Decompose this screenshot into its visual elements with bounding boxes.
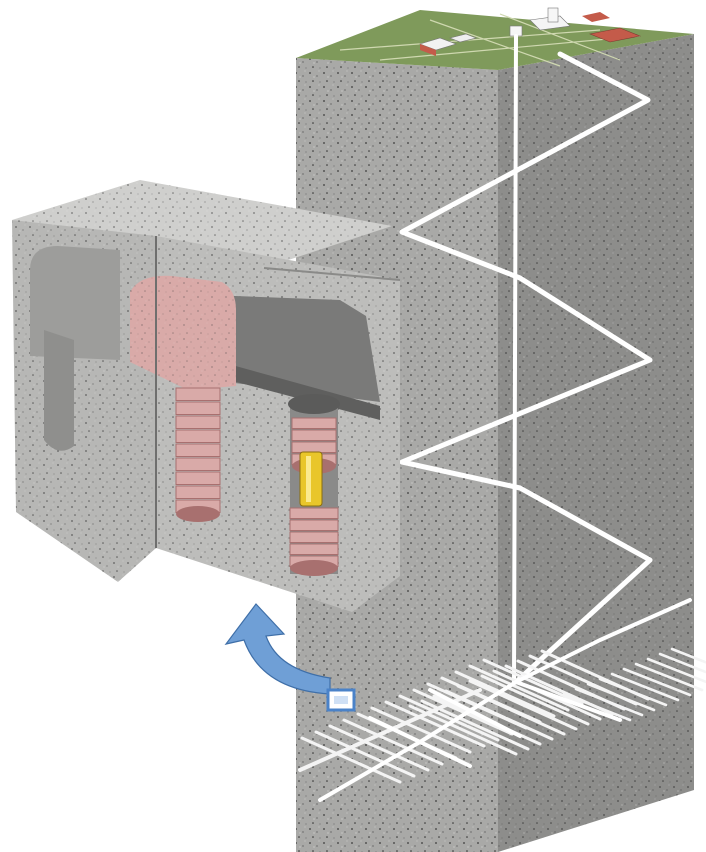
bentonite-ring xyxy=(175,415,221,429)
deposition-tunnel xyxy=(298,688,482,772)
deposition-tunnel xyxy=(586,682,656,712)
deposition-tunnel xyxy=(482,658,584,706)
deposition-tunnel xyxy=(670,647,706,664)
bentonite-ring xyxy=(175,443,221,457)
bentonite-ring xyxy=(289,519,339,531)
deposition-tunnel xyxy=(646,657,706,684)
surface-buildings xyxy=(419,7,642,56)
deposition-tunnel xyxy=(480,674,590,726)
deposition-tunnel xyxy=(658,652,706,674)
field-lines xyxy=(339,13,641,67)
bentonite-ring xyxy=(175,471,221,485)
deposition-tunnel xyxy=(328,724,430,772)
deposition-tunnel xyxy=(468,664,570,712)
main-connecting-tunnels xyxy=(318,598,692,802)
bentonite-ring xyxy=(291,429,337,441)
access-tunnels xyxy=(399,34,653,685)
deposition-tunnel xyxy=(468,679,578,731)
spiral-ramp xyxy=(399,51,653,685)
deposition-tunnel xyxy=(398,694,500,742)
deposition-tunnel xyxy=(622,667,692,697)
bentonite-ring xyxy=(289,507,339,519)
deposition-tunnel xyxy=(300,736,402,784)
deposition-tunnel xyxy=(610,672,680,702)
bentonite-rings-left xyxy=(175,387,221,522)
deposition-tunnel xyxy=(562,692,632,722)
deposition-tunnel xyxy=(342,718,444,766)
cutaway-detail xyxy=(12,180,401,612)
bentonite-ring xyxy=(289,543,339,555)
deposition-tunnels-side xyxy=(562,647,706,722)
rock-side-speckle xyxy=(498,34,694,852)
deposition-tunnel xyxy=(314,730,416,778)
bentonite-ring xyxy=(291,441,337,453)
ground-surface xyxy=(296,10,694,70)
deposition-tunnel xyxy=(454,670,556,718)
bentonite-ring xyxy=(175,429,221,443)
bentonite-ring xyxy=(175,387,221,401)
deposition-tunnel xyxy=(574,687,644,717)
bentonite-ring xyxy=(291,417,337,429)
bentonite-ring xyxy=(175,485,221,499)
backfilled-tunnel-left xyxy=(30,246,120,360)
vertical-shaft xyxy=(512,34,518,684)
deposition-tunnel xyxy=(412,688,514,736)
curved-arrow-icon xyxy=(224,603,331,695)
deposition-tunnel xyxy=(634,662,704,692)
deposition-tunnel xyxy=(384,700,486,748)
bentonite-ring xyxy=(289,531,339,543)
deposition-tunnel xyxy=(370,706,472,754)
bentonite-ring xyxy=(175,457,221,471)
bentonite-ring xyxy=(175,401,221,415)
deposition-tunnel xyxy=(598,677,668,707)
location-marker-icon xyxy=(326,688,356,712)
